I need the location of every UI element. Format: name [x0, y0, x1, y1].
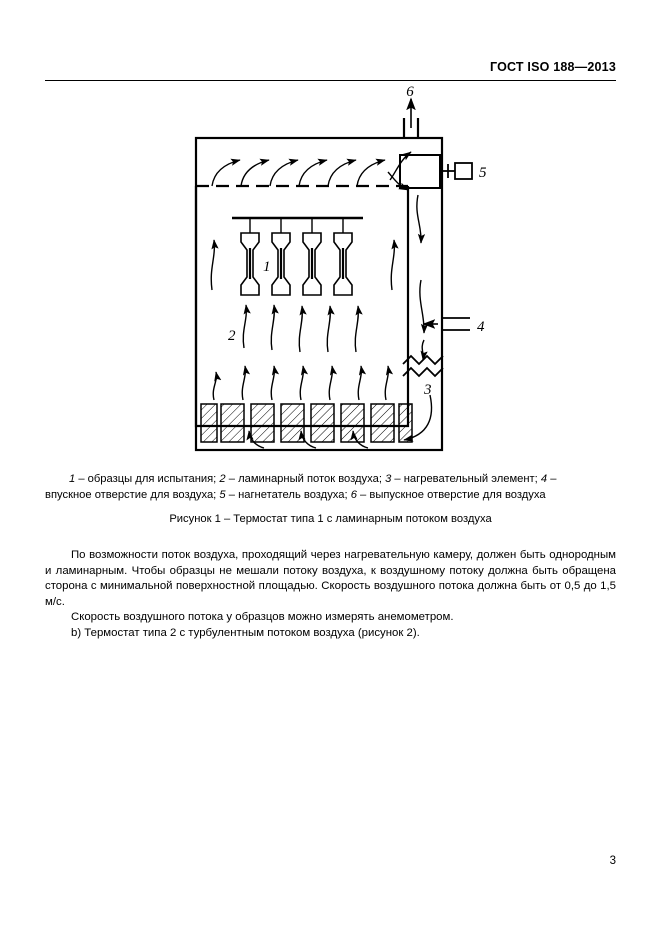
page-number: 3 — [609, 855, 616, 867]
figure-label-4: 4 — [477, 319, 485, 335]
figure-caption: Рисунок 1 – Термостат типа 1 с ламинарны… — [169, 513, 492, 525]
blower-motor-box — [454, 162, 473, 180]
legend-marker-3: 3 — [385, 473, 392, 485]
body-paragraph-3: b) Термостат типа 2 с турбулентным поток… — [71, 626, 420, 639]
bottom-return-flow-arrow — [403, 394, 433, 442]
figure-1-diagram: 6 5 4 3 — [194, 84, 487, 452]
legend-text-4b: впускное отверстие для воздуха; — [45, 488, 220, 501]
laminar-flow-arrows-mid — [242, 304, 363, 353]
blower-flow-arrows — [387, 151, 412, 191]
legend-text-6: – выпускное отверстие для воздуха — [356, 488, 546, 501]
legend-marker-4: 4 — [540, 473, 548, 485]
legend-text-1: – образцы для испытания; — [75, 473, 220, 485]
figure-label-5: 5 — [479, 165, 487, 181]
figure-label-2: 2 — [228, 328, 236, 344]
legend-text-3: – нагревательный элемент; — [391, 473, 541, 485]
blower-shaft — [440, 164, 455, 178]
legend-marker-1: 1 — [69, 473, 76, 485]
under-grille-arrows — [246, 430, 369, 449]
figure-label-1: 1 — [263, 259, 271, 275]
legend-marker-6: 6 — [350, 488, 357, 501]
right-duct-flow-arrows — [416, 194, 429, 361]
legend-text-2: – ламинарный поток воздуха; — [225, 473, 386, 485]
test-specimens — [240, 232, 353, 296]
figure-legend: 1 – образцы для испытания; 2 – ламинарны… — [45, 472, 616, 503]
legend-marker-5: 5 — [219, 488, 226, 501]
air-blower-unit — [399, 154, 441, 189]
figure-label-6: 6 — [406, 84, 414, 100]
legend-text-5: – нагнетатель воздуха; — [225, 488, 351, 501]
laminar-flow-arrows-lower — [212, 365, 394, 401]
top-flow-arrows — [211, 158, 386, 187]
specimen-hanger-rods — [249, 218, 344, 233]
bottom-grille-blocks — [200, 403, 413, 443]
specimen-inner-shading — [248, 248, 345, 279]
air-inlet-duct — [442, 317, 470, 331]
body-paragraph-1: По возможности поток воздуха, проходящий… — [45, 549, 616, 608]
standard-title: ГОСТ ISO 188—2013 — [489, 60, 616, 74]
figure-label-3: 3 — [423, 382, 432, 398]
body-paragraph-2: Скорость воздушного потока у образцов мо… — [71, 611, 454, 624]
side-flow-arrows — [210, 239, 399, 291]
body-text: По возможности поток воздуха, проходящий… — [45, 548, 616, 642]
air-outlet-duct — [402, 118, 420, 138]
legend-text-4: – — [547, 473, 557, 485]
legend-marker-2: 2 — [219, 473, 226, 485]
header-divider — [45, 80, 616, 81]
